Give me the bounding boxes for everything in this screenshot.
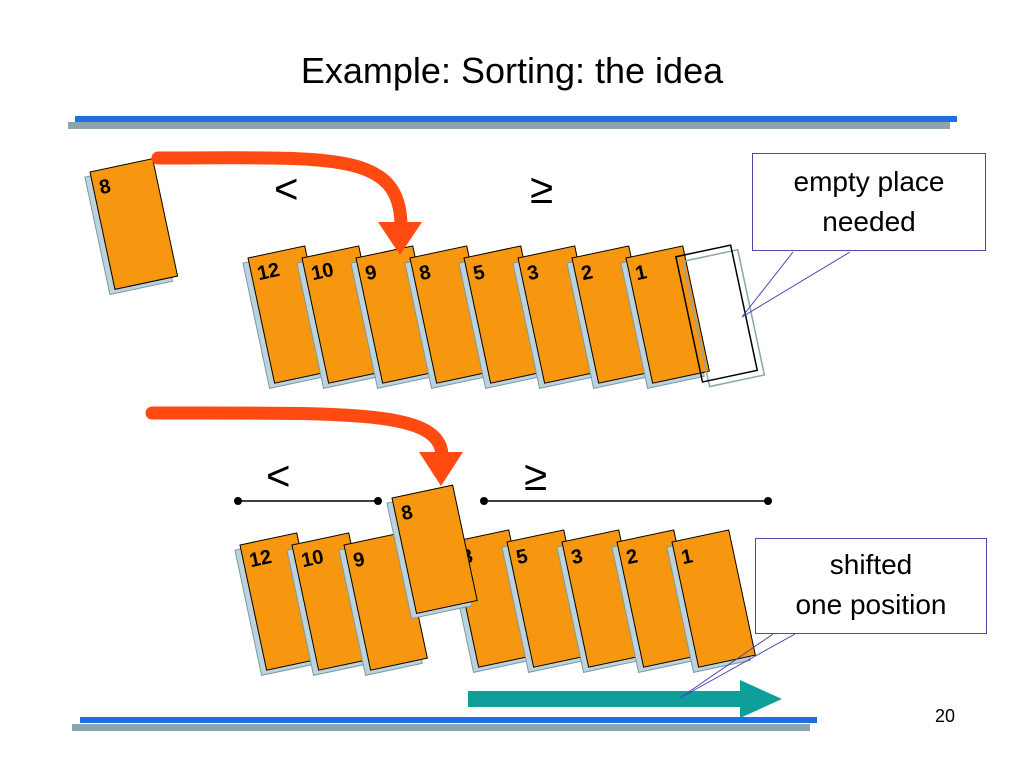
- card-top-3-label: 3: [525, 261, 540, 285]
- page-title: Example: Sorting: the idea: [300, 50, 724, 91]
- inserted-card: 8: [386, 484, 478, 620]
- shift-arrow: [468, 680, 782, 718]
- card-bottom-right-1: 1: [666, 529, 756, 673]
- less-symbol-bottom: <: [266, 452, 291, 499]
- card-bottom-right-3-label: 3: [569, 545, 584, 569]
- card-top-10-label: 10: [309, 259, 335, 285]
- insert-arrow-bottom: [145, 406, 449, 462]
- page-number: 20: [935, 706, 956, 726]
- card-top-1-face: [625, 245, 710, 384]
- geq-symbol-top: ≥: [530, 165, 553, 212]
- card-bottom-right-5-label: 5: [514, 545, 529, 569]
- card-top-1: 1: [620, 245, 710, 389]
- footer-rule-blue: [80, 717, 817, 723]
- empty-slot: [674, 244, 766, 388]
- card-bottom-right-1-face: [671, 529, 756, 668]
- moving-card-face: [89, 158, 179, 290]
- bottom-row-cards: 12109853218: [234, 484, 756, 676]
- card-bottom-right-2-label: 2: [624, 545, 639, 569]
- empty-place-pointer: [741, 251, 851, 318]
- card-bottom-left-10-label: 10: [299, 546, 325, 572]
- inserted-card-face: [391, 484, 478, 615]
- header-rule-gray: [68, 122, 950, 129]
- top-row-cards: 8 12 10 9 8 5 3 2 1: [84, 158, 710, 389]
- card-top-5-label: 5: [471, 261, 486, 285]
- callout-shifted: shifted one position: [755, 538, 987, 634]
- footer-rule-gray: [72, 724, 810, 731]
- card-top-8-label: 8: [417, 261, 432, 285]
- less-range-line: [234, 497, 382, 505]
- shifted-pointer: [679, 633, 796, 699]
- geq-range-line: [480, 497, 772, 505]
- card-bottom-left-9-label: 9: [351, 548, 366, 572]
- card-bottom-right-1-label: 1: [679, 545, 694, 569]
- moving-card-label: 8: [97, 175, 112, 199]
- card-top-12-label: 12: [255, 259, 281, 285]
- callout-empty-place-line2: needed: [822, 206, 916, 237]
- insert-arrow-top: [151, 151, 408, 232]
- card-top-9-label: 9: [363, 261, 378, 285]
- inserted-card-label: 8: [399, 501, 414, 525]
- callout-empty-place: empty place needed: [752, 153, 986, 251]
- moving-card: 8: [84, 158, 179, 296]
- insert-arrowhead-bottom: [419, 452, 463, 486]
- callout-empty-place-line1: empty place: [793, 166, 945, 197]
- card-bottom-left-12-label: 12: [247, 546, 273, 572]
- insert-arrowhead-top: [378, 222, 422, 255]
- callout-shifted-line2: one position: [795, 589, 947, 620]
- card-top-1-label: 1: [633, 261, 648, 285]
- geq-symbol-bottom: ≥: [524, 452, 547, 499]
- card-top-2-label: 2: [579, 261, 594, 285]
- less-symbol-top: <: [274, 165, 299, 212]
- callout-shifted-line1: shifted: [829, 549, 913, 580]
- header-rule-blue: [75, 116, 957, 122]
